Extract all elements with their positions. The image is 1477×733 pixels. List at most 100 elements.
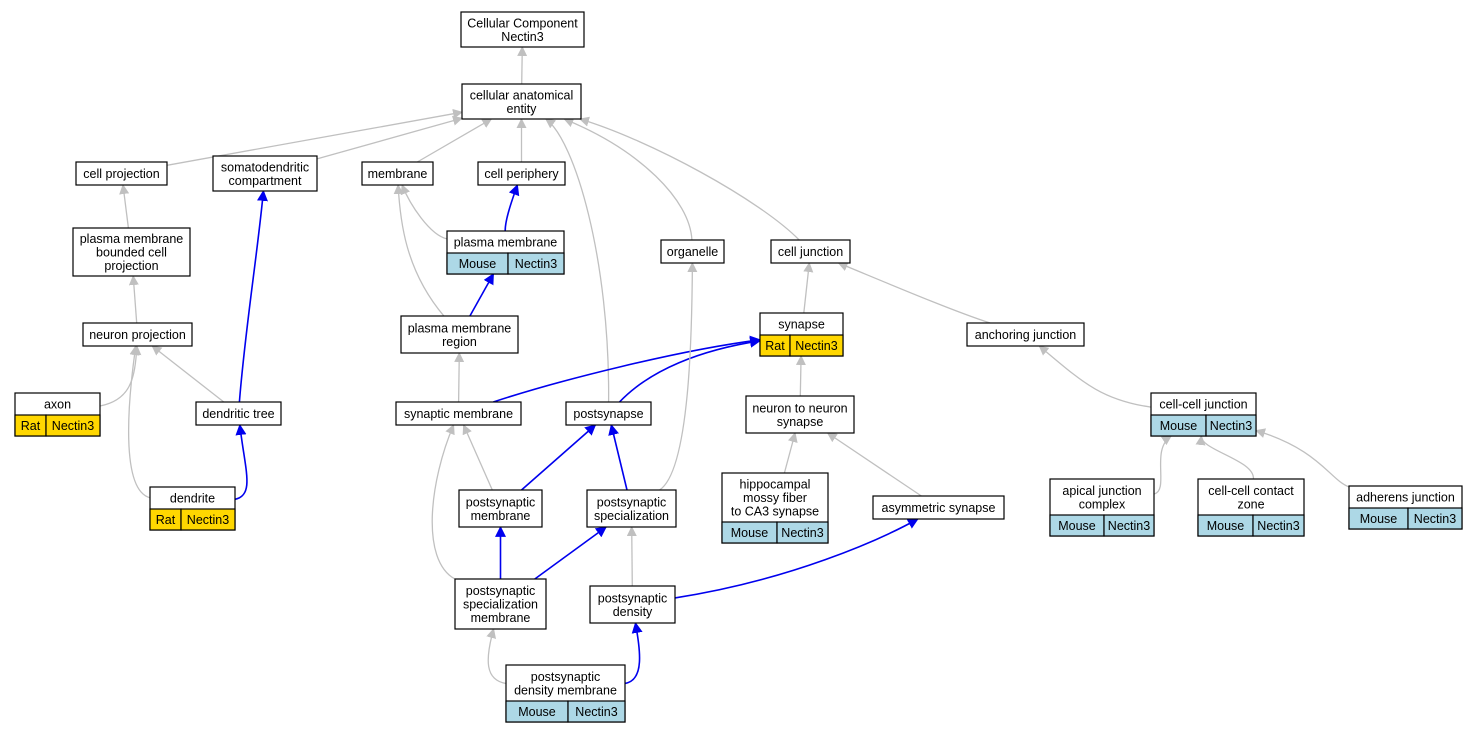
gene-tag-cell <box>789 334 844 357</box>
node-box <box>966 322 1085 347</box>
node-label-line: membrane <box>471 509 531 523</box>
edge-neuron-projection-to-pmbcp <box>128 275 139 324</box>
gene-tag: Nectin3 <box>515 257 557 271</box>
edge-postsynapse-to-cae <box>544 118 610 403</box>
node-label-line: projection <box>104 259 158 273</box>
node-box <box>589 585 676 624</box>
node-label-line: bounded cell <box>96 246 167 260</box>
node-label-line: zone <box>1237 497 1264 511</box>
node-postsynapse[interactable]: postsynapse <box>565 401 652 426</box>
node-label-line: postsynapse <box>573 407 643 421</box>
node-label-line: mossy fiber <box>743 491 807 505</box>
gene-tag-cell <box>1252 514 1305 537</box>
node-cell-junction[interactable]: cell junction <box>770 239 851 264</box>
edge-apical-junction-to-cell-cell-junction <box>1153 435 1172 495</box>
edge-cae-to-cc-nectin3 <box>517 46 528 85</box>
gene-tag: Nectin3 <box>1210 419 1252 433</box>
node-neuron-projection[interactable]: neuron projection <box>82 322 193 347</box>
node-label-line: synapse <box>777 415 824 429</box>
gene-tag: Nectin3 <box>1414 512 1456 526</box>
edge-psd-membrane-to-ps-density <box>624 621 643 685</box>
node-box <box>458 489 543 528</box>
edge-somatodendritic-to-cae <box>316 115 463 160</box>
node-box <box>75 161 168 186</box>
edge-asym-synapse-to-n2n-synapse <box>826 432 922 497</box>
node-label-line: entity <box>507 102 538 116</box>
node-anchoring-junction[interactable]: anchoring junction <box>966 322 1085 347</box>
node-asym-synapse[interactable]: asymmetric synapse <box>872 495 1005 520</box>
node-label-line: specialization <box>594 509 669 523</box>
node-dendritic-tree[interactable]: dendritic tree <box>195 401 282 426</box>
edge-pmbcp-to-cell-projection <box>119 184 130 229</box>
node-cell-periphery[interactable]: cell periphery <box>477 161 566 186</box>
species-tag: Mouse <box>1160 419 1198 433</box>
edge-n2n-synapse-to-synapse <box>795 355 806 397</box>
gene-tag-cell <box>1103 514 1155 537</box>
node-label-line: synapse <box>778 318 825 332</box>
node-box <box>400 315 519 354</box>
node-synaptic-membrane[interactable]: synaptic membrane <box>395 401 522 426</box>
node-membrane[interactable]: membrane <box>361 161 434 186</box>
gene-tag-cell <box>507 252 565 275</box>
edge-ps-specialization-to-organelle <box>659 262 698 491</box>
node-label-line: membrane <box>471 611 531 625</box>
node-label-line: postsynaptic <box>598 591 667 605</box>
node-label-line: cell projection <box>83 167 159 181</box>
node-label-line: cell periphery <box>484 167 559 181</box>
gene-tag-cell <box>567 700 626 723</box>
node-box <box>660 239 725 264</box>
edges-layer <box>99 46 1350 685</box>
gene-tag-cell <box>45 414 101 437</box>
node-box <box>770 239 851 264</box>
node-box <box>212 155 318 192</box>
gene-tag: Nectin3 <box>795 339 837 353</box>
node-label-line: density membrane <box>514 683 617 697</box>
node-organelle[interactable]: organelle <box>660 239 725 264</box>
node-label-line: somatodendritic <box>221 160 309 174</box>
species-tag: Rat <box>765 339 785 353</box>
edge-plasma-membrane-to-membrane <box>400 184 448 240</box>
node-box <box>395 401 522 426</box>
species-tag: Mouse <box>518 705 556 719</box>
node-box <box>461 83 582 120</box>
gene-tag-cell <box>1205 414 1257 437</box>
node-label-line: postsynaptic <box>597 495 666 509</box>
species-tag: Mouse <box>1360 512 1398 526</box>
edge-synapse-to-cell-junction <box>803 262 814 314</box>
edge-pm-region-to-membrane <box>393 184 445 317</box>
edge-cell-cell-junction-to-anchoring-junction <box>1038 345 1152 408</box>
edge-dendritic-tree-to-somatodendritic <box>238 189 268 403</box>
edge-anchoring-junction-to-cell-junction <box>837 261 991 324</box>
species-tag: Mouse <box>731 526 769 540</box>
edge-adherens-junction-to-cell-cell-junction <box>1255 428 1350 488</box>
edge-dendrite-to-neuron-projection <box>128 345 151 499</box>
node-cell-projection[interactable]: cell projection <box>75 161 168 186</box>
species-tag: Rat <box>21 419 41 433</box>
edge-membrane-to-cae <box>416 118 493 163</box>
node-label-line: plasma membrane <box>454 236 558 250</box>
edge-cell-junction-to-cae <box>578 116 800 241</box>
node-label-line: cell-cell junction <box>1159 398 1247 412</box>
gene-tag-cell <box>1407 507 1463 530</box>
